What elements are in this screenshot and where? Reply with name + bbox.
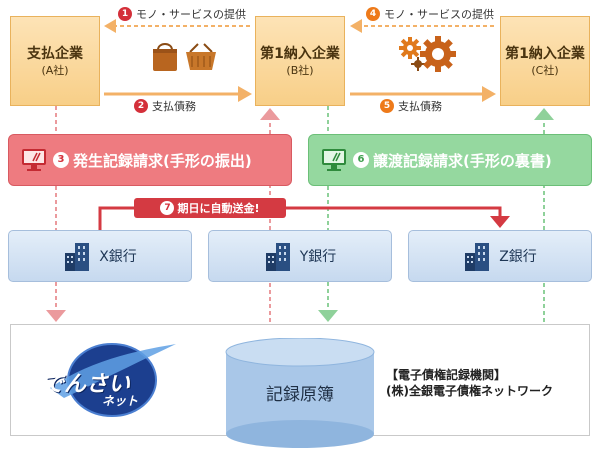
building-icon [65,243,90,271]
step-2-text: 支払債務 [152,100,196,113]
auto-transfer-label: 7 期日に自動送金! [134,198,286,218]
org-line-2: (株)全銀電子債権ネットワーク [386,384,553,398]
shopping-bag-icon [153,43,177,71]
company-b-sub: (B社) [286,63,314,77]
bank-z: Z銀行 [408,230,592,282]
issue-request-bar: 3 発生記録請求(手形の振出) [8,134,292,186]
step-7-number: 7 [160,201,175,215]
cylinder-icon [225,338,375,448]
monitor-icon [322,149,346,171]
bank-x: X銀行 [8,230,192,282]
step-6-number: 6 [353,152,369,168]
globe-logo-icon [50,343,176,417]
step-5-number: 5 [380,99,394,113]
monitor-icon [22,149,46,171]
step-3-number: 3 [53,152,69,168]
company-b-name: 第1納入企業 [260,45,340,62]
building-icon [465,243,490,271]
gears-icon [399,36,456,72]
step-4-label: 4 モノ・サービスの提供 [366,6,494,22]
step-4-text: モノ・サービスの提供 [384,8,494,21]
step-1-number: 1 [118,7,132,21]
step-1-text: モノ・サービスの提供 [136,8,246,21]
step-5-label: 5 支払債務 [380,98,442,114]
bank-x-name: X銀行 [99,249,137,265]
company-c: 第1納入企業 (C社) [500,16,590,106]
basket-icon [186,43,216,70]
transfer-request-label: 譲渡記録請求(手形の裏書) [373,151,552,170]
logo-sub-text: ネット [102,394,139,408]
org-line-1: 【電子債権記録機関】 [386,368,507,382]
step-2-number: 2 [134,99,148,113]
transfer-request-bar: 6 譲渡記録請求(手形の裏書) [308,134,592,186]
step-5-text: 支払債務 [398,100,442,113]
step-2-label: 2 支払債務 [134,98,196,114]
bank-y: Y銀行 [208,230,392,282]
step-1-label: 1 モノ・サービスの提供 [118,6,246,22]
logo-main-text: でんさい [42,372,131,397]
bank-z-name: Z銀行 [499,249,537,265]
ledger-label: 記録原簿 [266,385,334,405]
company-a-name: 支払企業 [27,45,83,62]
bank-y-name: Y銀行 [299,249,337,265]
issue-request-label: 発生記録請求(手形の振出) [73,151,252,170]
auto-transfer-text: 期日に自動送金! [177,202,260,215]
step-4-number: 4 [366,7,380,21]
registry-organization: 【電子債権記録機関】 (株)全銀電子債権ネットワーク [386,367,553,399]
company-b: 第1納入企業 (B社) [255,16,345,106]
company-c-sub: (C社) [531,63,559,77]
company-a: 支払企業 (A社) [10,16,100,106]
company-c-name: 第1納入企業 [505,45,585,62]
building-icon [265,243,290,271]
company-a-sub: (A社) [41,63,69,77]
